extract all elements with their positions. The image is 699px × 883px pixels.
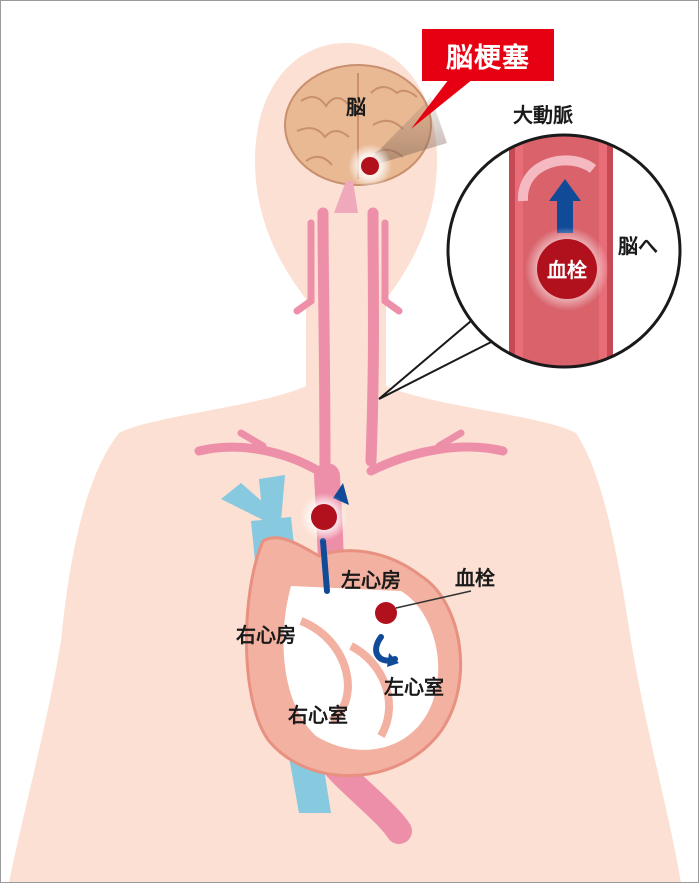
inset-clot-label: 血栓 [534, 259, 600, 281]
right-atrium-label: 右心房 [236, 625, 296, 645]
left-ventricle-label: 左心室 [384, 677, 444, 697]
stroke-callout: 脳梗塞 [422, 29, 554, 81]
brain-label: 脳 [346, 97, 366, 117]
right-ventricle-label: 右心室 [288, 705, 348, 725]
left-atrium-label: 左心房 [341, 570, 401, 590]
aorta-clot [311, 504, 337, 530]
heart-clot [375, 602, 397, 624]
aorta-label: 大動脈 [513, 105, 573, 125]
brain-clot [361, 157, 379, 175]
to-brain-label: 脳へ [618, 236, 658, 256]
heart-clot-label: 血栓 [455, 568, 495, 588]
